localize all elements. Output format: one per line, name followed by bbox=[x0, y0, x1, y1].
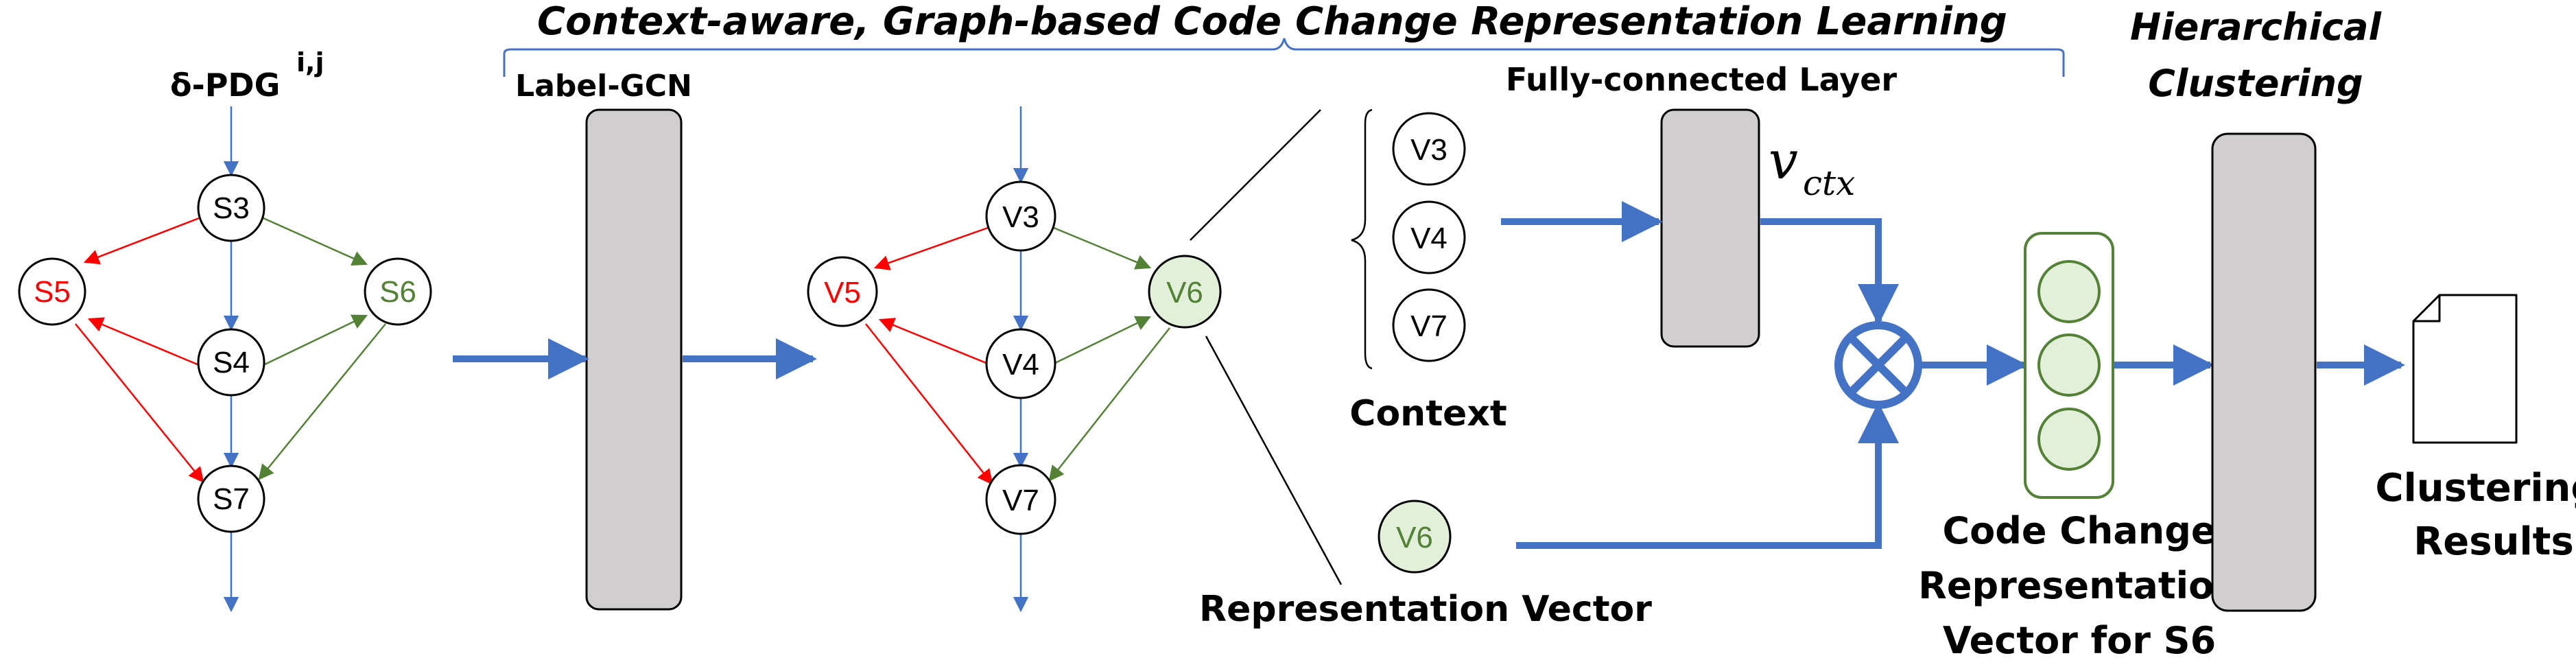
node-s6: S6 bbox=[364, 257, 432, 326]
edge-v6-v7 bbox=[1048, 327, 1170, 482]
edge-v3-v5 bbox=[873, 226, 989, 270]
zoom-line-bottom bbox=[1205, 336, 1343, 585]
v-ctx-sub: ctx bbox=[1803, 163, 1855, 203]
vector-cell-1 bbox=[2037, 260, 2101, 323]
stage-bracket bbox=[503, 38, 2065, 77]
node-v6: V6 bbox=[1148, 255, 1222, 329]
node-s7: S7 bbox=[197, 465, 265, 533]
gcn-label: Label-GCN bbox=[515, 69, 692, 104]
node-v6-label: V6 bbox=[1166, 276, 1203, 309]
node-s4: S4 bbox=[197, 328, 265, 397]
results-label: Clustering Results bbox=[2375, 466, 2576, 564]
hc-line1: Hierarchical bbox=[2130, 5, 2382, 49]
context-node-v4-label: V4 bbox=[1410, 222, 1447, 255]
fc-label: Fully-connected Layer bbox=[1506, 61, 1898, 98]
node-s6-label: S6 bbox=[379, 275, 416, 309]
graph2-edges bbox=[865, 106, 1170, 613]
ccrv-line2: Representation bbox=[1918, 564, 2240, 607]
edge-v3-v6 bbox=[1053, 226, 1152, 270]
results-line2: Results bbox=[2413, 519, 2574, 564]
edge-s4-s6 bbox=[263, 314, 368, 366]
edge-s4-s5 bbox=[87, 317, 200, 366]
rep-node-v6: V6 bbox=[1378, 500, 1452, 574]
label-gcn-box bbox=[585, 108, 683, 611]
edge-v4-v6 bbox=[1053, 316, 1152, 365]
node-v7-label: V7 bbox=[1002, 484, 1039, 517]
node-s5: S5 bbox=[18, 257, 86, 326]
arrow-rep-to-combine bbox=[1516, 402, 1899, 549]
vector-cell-2 bbox=[2037, 333, 2101, 397]
stage-title-right: Change Representation Learning bbox=[1295, 0, 2007, 44]
arrow-fc-to-combine bbox=[1760, 218, 1899, 325]
node-v3: V3 bbox=[985, 180, 1056, 252]
context-node-v7: V7 bbox=[1392, 288, 1466, 362]
node-v4-label: V4 bbox=[1002, 348, 1039, 382]
vector-cell-3 bbox=[2037, 408, 2101, 471]
context-node-v7-label: V7 bbox=[1410, 309, 1447, 343]
pdg-title: δ-PDG i,j bbox=[170, 47, 324, 104]
node-s7-label: S7 bbox=[213, 482, 250, 516]
context-node-v3-label: V3 bbox=[1410, 133, 1447, 167]
ccrv-line1: Code Change bbox=[1942, 509, 2216, 552]
context-node-v4: V4 bbox=[1392, 200, 1466, 274]
pdg-edges bbox=[75, 106, 386, 613]
node-v5: V5 bbox=[807, 256, 878, 327]
context-brace bbox=[1351, 108, 1373, 370]
results-line1: Clustering bbox=[2375, 466, 2576, 510]
node-s4-label: S4 bbox=[213, 346, 250, 379]
edge-s6-s7 bbox=[258, 323, 386, 480]
node-v3-label: V3 bbox=[1002, 200, 1039, 234]
representation-vector-label: Representation Vector bbox=[1199, 589, 1652, 630]
edge-v4-v5 bbox=[878, 318, 989, 365]
node-v4: V4 bbox=[985, 328, 1056, 399]
results-document-icon bbox=[2412, 294, 2518, 444]
node-s3-label: S3 bbox=[213, 191, 250, 225]
stage-title-left: Context-aware, Graph-based Code bbox=[537, 0, 1281, 44]
node-s3: S3 bbox=[197, 174, 265, 242]
v-ctx-label: v ctx bbox=[1769, 130, 1855, 203]
edge-v5-v7 bbox=[865, 323, 993, 485]
pdg-label-superscript: i,j bbox=[296, 47, 324, 78]
pdg-label: δ-PDG bbox=[170, 67, 280, 104]
edge-s3-s6 bbox=[263, 217, 368, 266]
edge-s3-s5 bbox=[83, 217, 200, 265]
v-ctx-main: v bbox=[1769, 130, 1798, 191]
node-s5-label: S5 bbox=[34, 275, 71, 309]
node-v5-label: V5 bbox=[824, 276, 861, 309]
rep-node-v6-label: V6 bbox=[1396, 521, 1433, 554]
hc-label: Hierarchical Clustering bbox=[2130, 5, 2382, 105]
ccrv-line3: Vector for S6 bbox=[1943, 619, 2216, 662]
context-node-v3: V3 bbox=[1392, 112, 1466, 186]
code-change-vector-label: Code Change Representation Vector for S6 bbox=[1918, 509, 2240, 662]
hc-line2: Clustering bbox=[2148, 62, 2363, 105]
combine-operator-icon bbox=[1834, 321, 1922, 409]
node-v7: V7 bbox=[985, 464, 1056, 535]
edge-s5-s7 bbox=[75, 323, 204, 483]
hierarchical-clustering-box bbox=[2211, 132, 2317, 612]
fully-connected-box bbox=[1660, 108, 1760, 348]
context-label: Context bbox=[1349, 393, 1506, 434]
zoom-line-top bbox=[1190, 109, 1321, 241]
